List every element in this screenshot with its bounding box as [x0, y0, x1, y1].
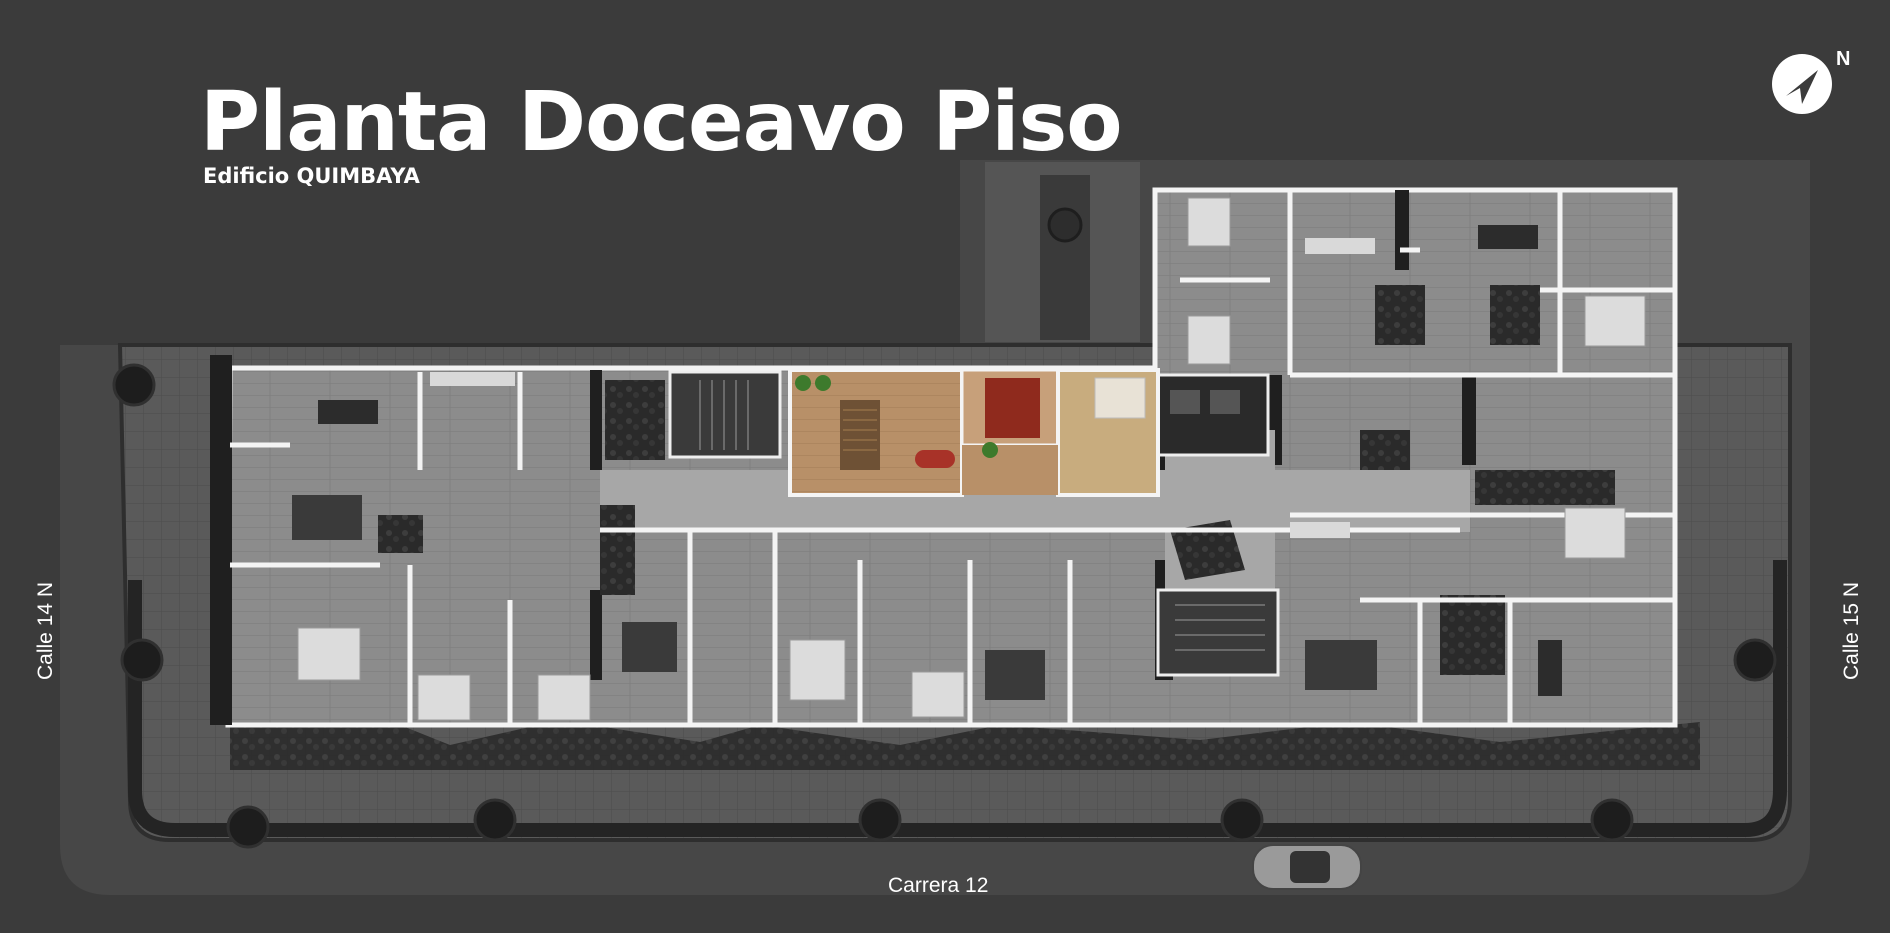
sofa-icon	[622, 622, 677, 672]
tree-icon	[112, 363, 156, 407]
featured-apartment	[788, 368, 1160, 497]
plant-icon	[1047, 207, 1083, 243]
plant-icon	[795, 375, 811, 391]
bed-icon	[417, 674, 471, 721]
tree-icon	[226, 805, 270, 849]
bed-icon	[297, 627, 361, 681]
street-label-bottom: Carrera 12	[888, 874, 989, 897]
bed-icon	[789, 639, 846, 701]
tree-icon	[473, 798, 517, 842]
tree-icon	[120, 638, 164, 682]
bed-icon	[1564, 507, 1626, 559]
stair-core	[668, 370, 1280, 677]
plant-icon	[815, 375, 831, 391]
bed-icon	[1584, 295, 1646, 347]
bed-icon	[1187, 315, 1231, 365]
street-label-left: Calle 14 N	[34, 581, 57, 680]
tree-icon	[1733, 638, 1777, 682]
tree-icon	[1220, 798, 1264, 842]
partition-walls	[230, 190, 1675, 725]
tree-icon	[1590, 798, 1634, 842]
bed-icon	[911, 671, 965, 718]
tree-icon	[858, 798, 902, 842]
bed-icon	[537, 674, 591, 721]
curb-edge	[128, 560, 1787, 837]
kitchen-counter-icon	[1305, 238, 1375, 254]
kitchen-counter-icon	[430, 372, 515, 386]
compass-label: N	[1836, 48, 1851, 70]
courtyards	[378, 285, 1615, 675]
north-compass-icon	[1772, 54, 1832, 114]
street-label-right: Calle 15 N	[1840, 581, 1863, 680]
dining-table-icon	[318, 400, 378, 424]
dining-table-icon	[1478, 225, 1538, 249]
kitchen-counter-icon	[1290, 522, 1350, 538]
furniture	[292, 197, 1646, 721]
street-trees	[112, 363, 1777, 849]
sofa-icon	[1305, 640, 1377, 690]
plant-icon	[982, 442, 998, 458]
dining-table-icon	[1538, 640, 1562, 696]
terrace-deck	[1040, 175, 1090, 340]
sofa-icon	[292, 495, 362, 540]
building-name: Edificio QUIMBAYA	[203, 164, 420, 188]
bed-icon	[1187, 197, 1231, 247]
planter-strip	[230, 720, 1700, 770]
page-title: Planta Doceavo Piso	[200, 75, 1123, 170]
sofa-icon	[985, 650, 1045, 700]
car-icon	[1252, 844, 1362, 890]
